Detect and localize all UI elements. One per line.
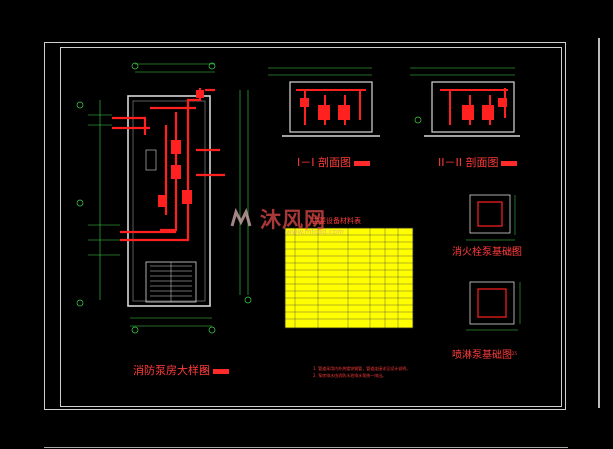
section-1-1-view (268, 67, 380, 137)
drawing-note-2: 2. 泵房排水由消防水池排水泵统一排出。 (313, 373, 387, 378)
detail-2-scale: 1:25 (508, 351, 517, 356)
sheet-bottom-line (44, 447, 568, 448)
detail-1-scale: 1:25 (508, 248, 517, 253)
section-2-title: II－II 剖面图 (438, 154, 518, 170)
hydrant-pump-foundation-detail (466, 194, 516, 241)
watermark: 沐风网 (228, 204, 326, 234)
drawing-outer-border (44, 42, 566, 410)
drawing-inner-border (60, 47, 562, 407)
watermark-brand: 沐风网 (260, 208, 326, 232)
equipment-table (284, 227, 414, 329)
plan-title: 消防泵房大样图 (133, 362, 229, 378)
detail-1-title: 消火栓泵基础图 (452, 247, 522, 258)
plan-scale: 1:50 (200, 368, 209, 373)
drawing-note-1: 1. 管道采用内外热镀锌钢管，管道连接详见设计说明。 (313, 366, 411, 371)
detail-2-title: 喷淋泵基础图 (452, 350, 512, 361)
table-title: 主要设备材料表 (312, 217, 361, 225)
watermark-logo-icon (230, 207, 252, 227)
adjacent-sheet-edge (598, 38, 613, 408)
section-1-title: I－I 剖面图 (297, 154, 370, 170)
pump-room-plan (76, 62, 252, 334)
sprinkler-pump-foundation-detail (466, 281, 521, 331)
section-2-2-view (410, 67, 520, 137)
watermark-url: www.mfcad.com (286, 228, 344, 236)
